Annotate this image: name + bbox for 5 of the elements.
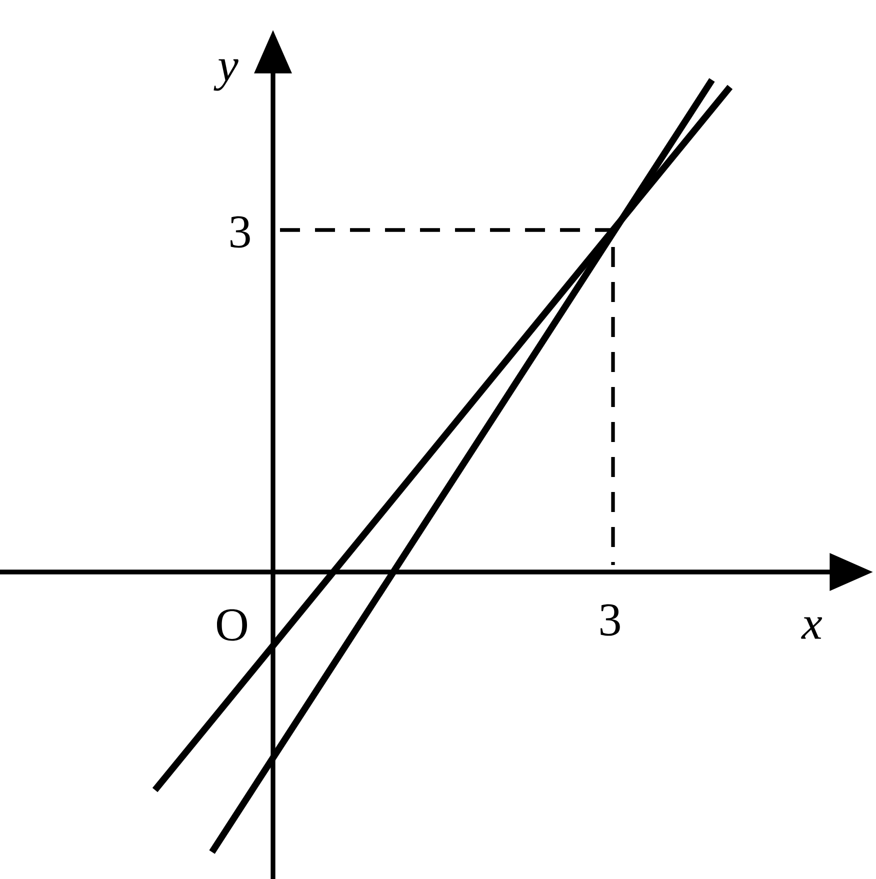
tick-label: 3 [600, 604, 620, 636]
axis-label: x [801, 617, 822, 639]
origin-label: O [217, 609, 247, 641]
axis-label: y [214, 59, 238, 91]
tick-label: 3 [230, 216, 250, 248]
